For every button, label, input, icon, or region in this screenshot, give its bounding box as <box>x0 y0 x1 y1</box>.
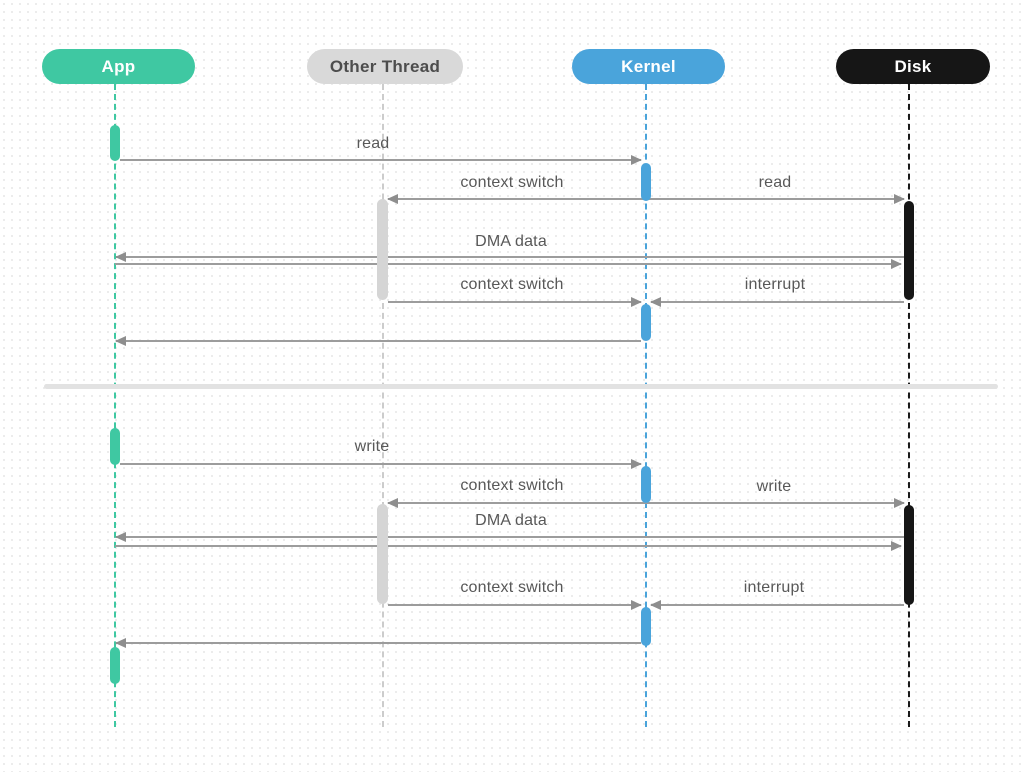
arrowhead-icon <box>115 532 126 542</box>
message-label: DMA data <box>475 233 547 250</box>
arrowhead-icon <box>631 297 642 307</box>
message-label: write <box>756 478 792 495</box>
message-label: context switch <box>460 579 564 596</box>
arrowhead-icon <box>631 459 642 469</box>
message-label: interrupt <box>743 579 805 596</box>
arrowhead-icon <box>115 336 126 346</box>
message-line <box>120 159 641 161</box>
lifeline-disk <box>908 84 910 727</box>
arrowhead-icon <box>387 498 398 508</box>
message-line <box>115 263 901 265</box>
actor-pill-kernel: Kernel <box>572 49 725 84</box>
message-line <box>120 463 641 465</box>
activation-bar-kernel <box>641 304 651 341</box>
activation-bar-app <box>110 428 120 465</box>
activation-bar-disk <box>904 201 914 300</box>
message-line <box>388 502 646 504</box>
lifeline-other-thread <box>382 84 384 727</box>
actor-pill-app: App <box>42 49 195 84</box>
lifeline-kernel <box>645 84 647 727</box>
message-line <box>116 256 904 258</box>
message-line <box>115 545 901 547</box>
arrowhead-icon <box>115 638 126 648</box>
arrowhead-icon <box>650 600 661 610</box>
arrowhead-icon <box>631 600 642 610</box>
actor-pill-disk: Disk <box>836 49 990 84</box>
activation-bar-disk <box>904 505 914 605</box>
activation-bar-other-thread <box>377 504 388 604</box>
message-line <box>116 642 641 644</box>
section-divider <box>44 384 998 389</box>
message-line <box>116 340 641 342</box>
arrowhead-icon <box>115 252 126 262</box>
activation-bar-kernel <box>641 607 651 646</box>
message-line <box>388 604 641 606</box>
activation-bar-other-thread <box>377 199 388 300</box>
message-line <box>116 536 904 538</box>
activation-bar-app <box>110 125 120 161</box>
message-label: DMA data <box>475 512 547 529</box>
message-line <box>651 604 904 606</box>
lifeline-app <box>114 84 116 727</box>
arrowhead-icon <box>894 194 905 204</box>
arrowhead-icon <box>387 194 398 204</box>
message-label: read <box>758 174 792 191</box>
arrowhead-icon <box>631 155 642 165</box>
message-label: read <box>356 135 390 152</box>
activation-bar-kernel <box>641 163 651 201</box>
message-line <box>646 198 904 200</box>
activation-bar-app <box>110 647 120 684</box>
arrowhead-icon <box>894 498 905 508</box>
message-label: write <box>354 438 390 455</box>
message-line <box>388 198 646 200</box>
message-line <box>646 502 904 504</box>
message-label: context switch <box>460 276 564 293</box>
actor-pill-other-thread: Other Thread <box>307 49 463 84</box>
message-label: context switch <box>460 174 564 191</box>
message-line <box>651 301 904 303</box>
arrowhead-icon <box>891 259 902 269</box>
arrowhead-icon <box>650 297 661 307</box>
message-label: interrupt <box>744 276 806 293</box>
activation-bar-kernel <box>641 466 651 503</box>
arrowhead-icon <box>891 541 902 551</box>
message-label: context switch <box>460 477 564 494</box>
message-line <box>388 301 641 303</box>
